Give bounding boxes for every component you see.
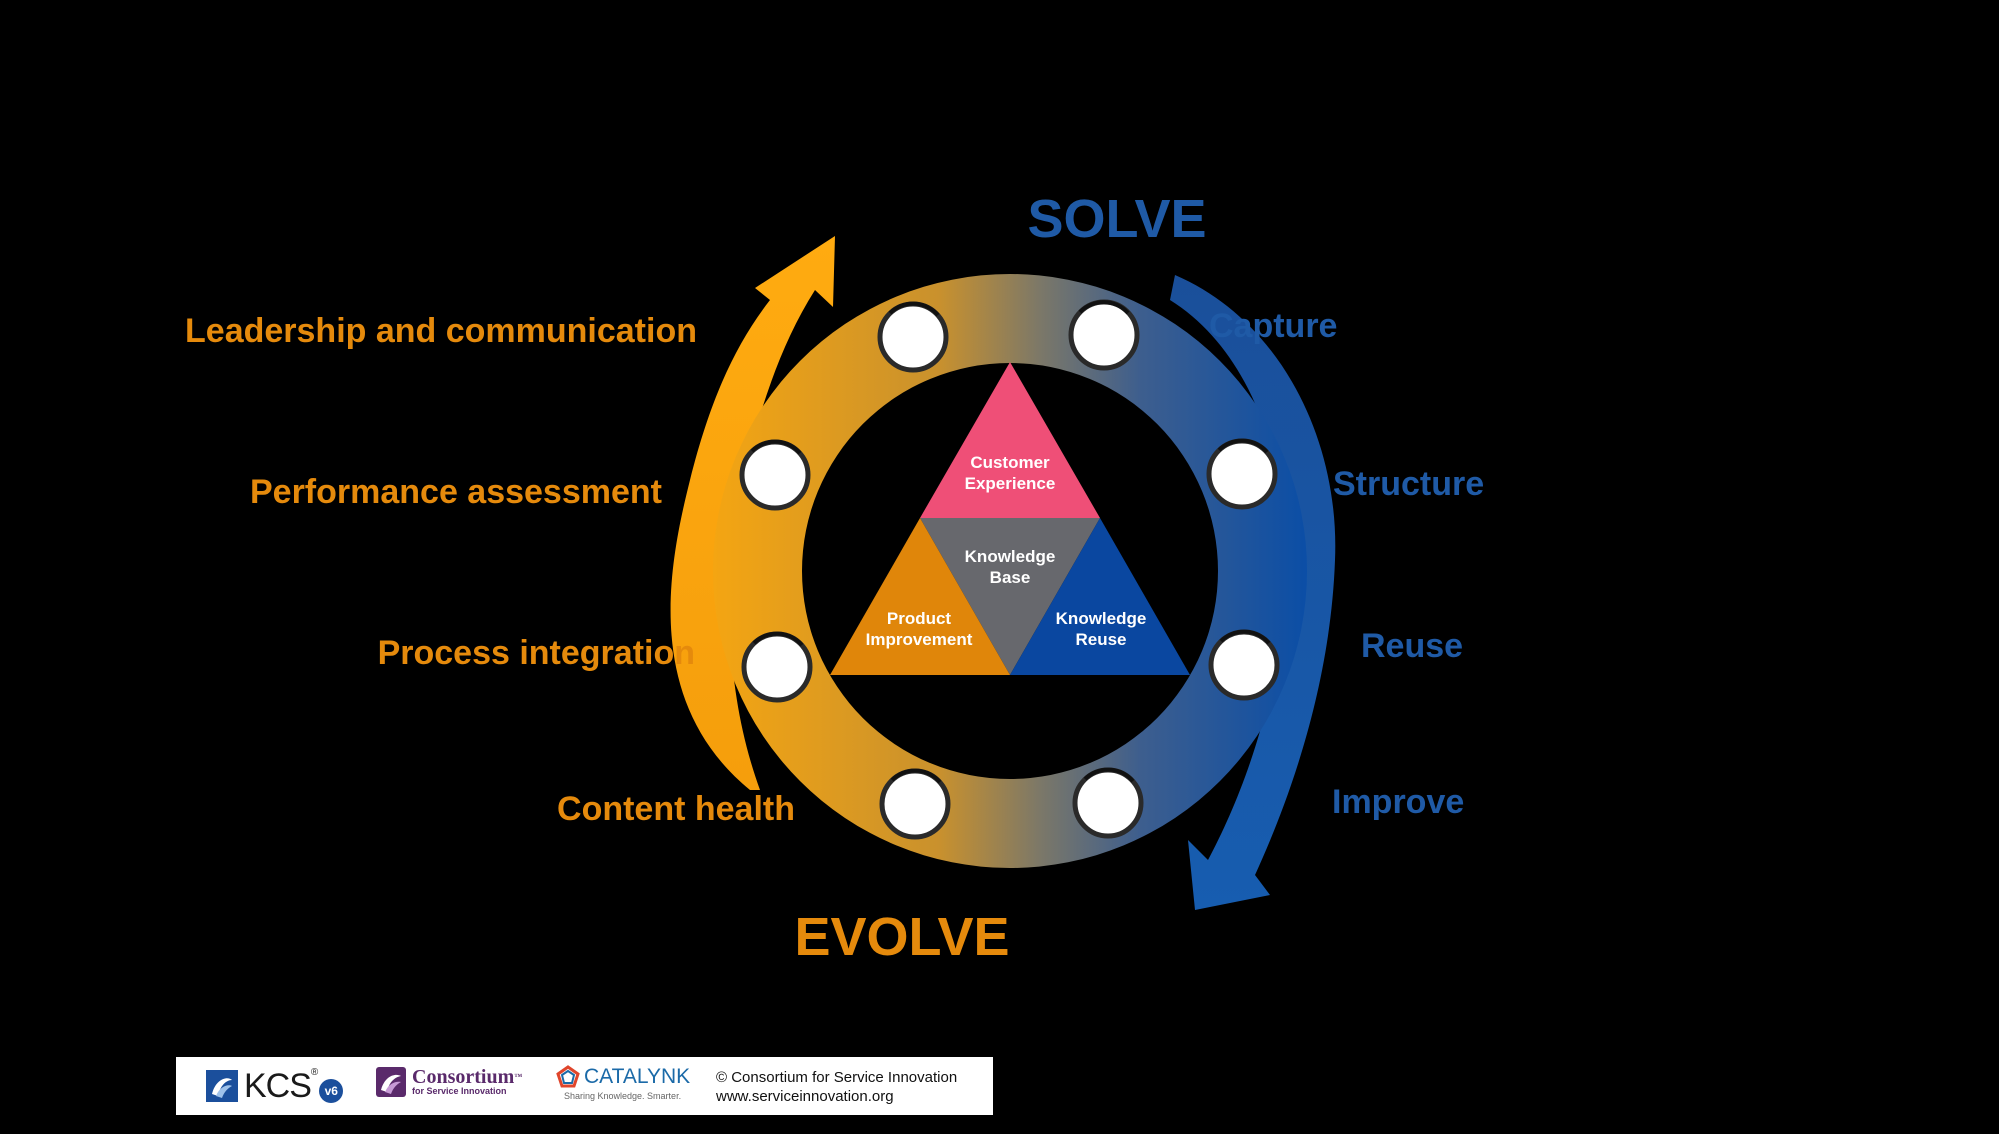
knowledge-reuse-label-2: Reuse [1075,630,1126,649]
product-improvement-label-2: Improvement [866,630,973,649]
kcs-triangle: Customer Experience Knowledge Base Produ… [830,362,1190,675]
circle-process [741,631,813,703]
website-link[interactable]: www.serviceinnovation.org [716,1088,894,1105]
consortium-trademark: ™ [514,1072,523,1081]
catalynk-pentagon-icon [556,1065,580,1088]
knowledge-base-label-2: Base [990,568,1031,587]
product-improvement-label-1: Product [887,609,952,628]
practice-label-capture: Capture [1209,307,1337,345]
product-improvement-triangle [830,518,1010,675]
consortium-swirl-icon [376,1067,406,1097]
practice-label-leadership: Leadership and communication [185,312,697,350]
footer-logo-strip: KCS® v6 Consortium™ for Service Innovati… [176,1057,993,1115]
customer-experience-triangle [920,362,1100,518]
kcs-registered-mark: ® [310,1066,318,1078]
kcs-swirl-icon [206,1070,238,1102]
circle-leadership [877,301,949,373]
practice-label-process: Process integration [378,634,695,672]
circle-content-health [879,768,951,840]
consortium-wordmark: Consortium [412,1066,515,1088]
catalynk-logo: CATALYNK Sharing Knowledge. Smarter. [556,1065,690,1101]
kcs-logo: KCS® v6 [206,1066,344,1105]
circle-reuse [1208,629,1280,701]
copyright-block: © Consortium for Service Innovation www.… [716,1068,957,1106]
evolve-heading: EVOLVE [794,907,1009,967]
kcs-wordmark: KCS [244,1066,312,1105]
circle-structure [1206,438,1278,510]
consortium-logo: Consortium™ for Service Innovation [376,1067,522,1097]
knowledge-reuse-triangle [1010,518,1190,675]
solve-heading: SOLVE [1027,189,1206,249]
practice-label-content-health: Content health [557,790,795,828]
customer-experience-label-1: Customer [970,453,1050,472]
solve-arrow [1170,275,1336,910]
practice-circles [739,299,1280,840]
circle-capture [1068,299,1140,371]
evolve-arrow [670,236,835,790]
practice-label-structure: Structure [1333,465,1484,503]
catalynk-tagline: Sharing Knowledge. Smarter. [564,1091,682,1101]
consortium-subtitle: for Service Innovation [412,1086,507,1096]
practice-label-improve: Improve [1332,783,1464,821]
knowledge-reuse-label-1: Knowledge [1056,609,1147,628]
kcs-version-badge: v6 [319,1079,344,1103]
practice-label-reuse: Reuse [1361,627,1463,665]
catalynk-wordmark: CATALYNK [584,1065,691,1088]
practice-label-performance: Performance assessment [250,473,662,511]
circle-performance [739,439,811,511]
circle-improve [1072,767,1144,839]
customer-experience-label-2: Experience [965,474,1056,493]
knowledge-base-label-1: Knowledge [965,547,1056,566]
copyright-text: © Consortium for Service Innovation [716,1069,958,1086]
knowledge-base-triangle [920,518,1100,675]
practice-ring [713,274,1307,868]
